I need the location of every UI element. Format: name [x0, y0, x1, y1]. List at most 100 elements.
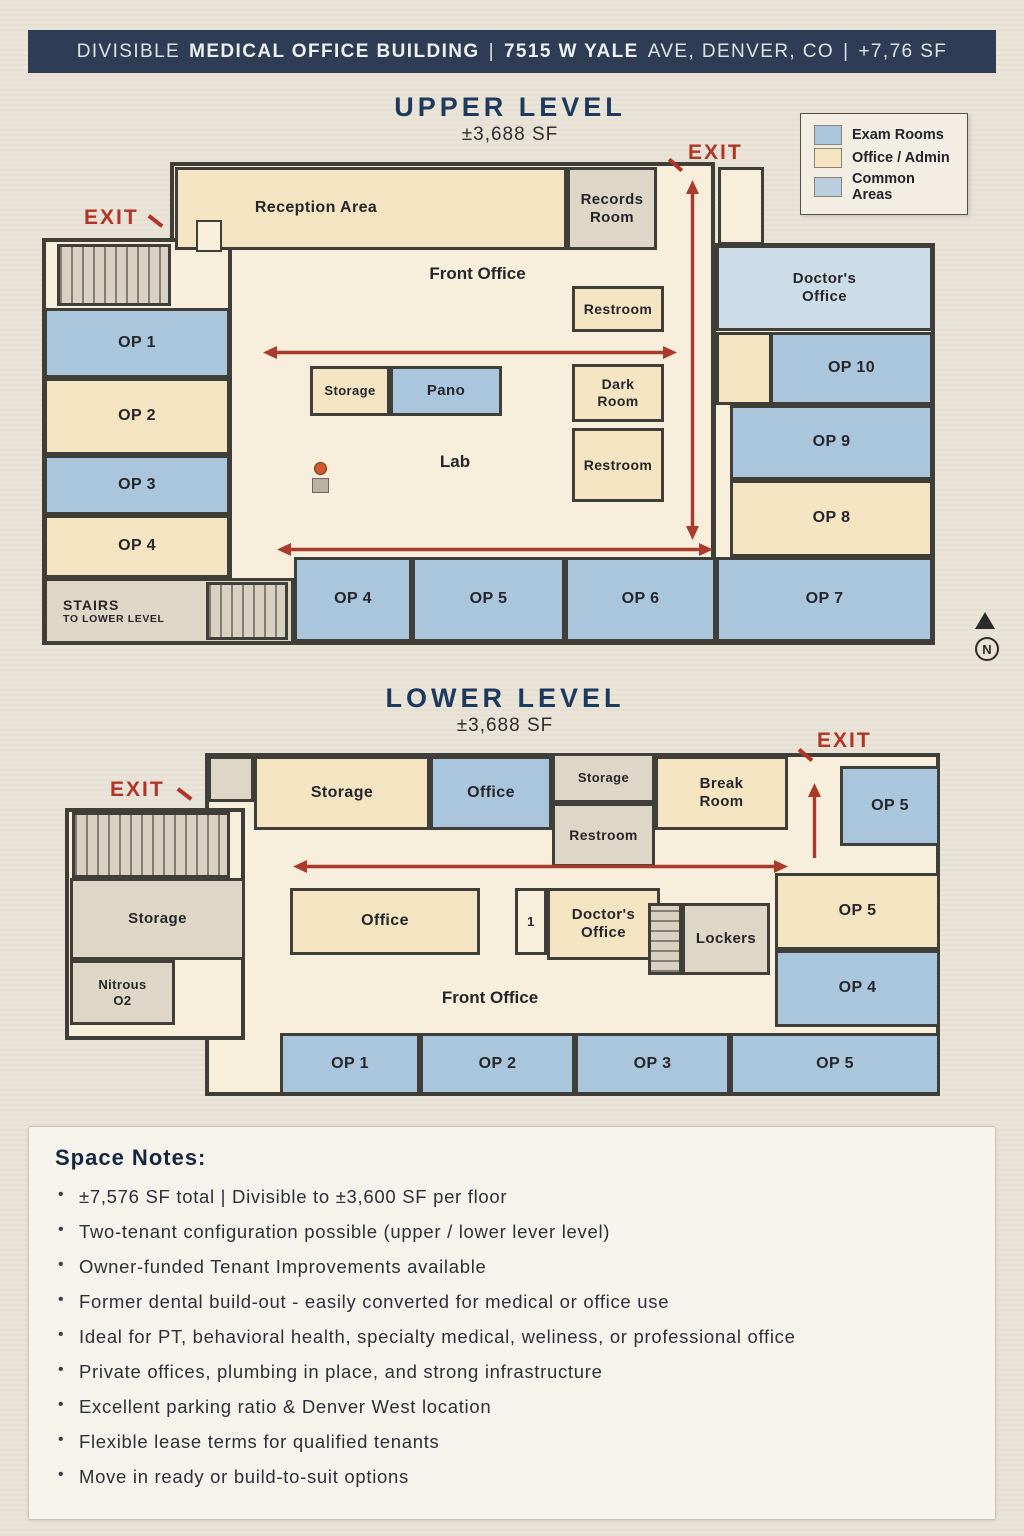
room-restroom-upper-2: Restroom: [572, 428, 664, 502]
title-separator: |: [488, 40, 495, 62]
room-op6: OP 6: [565, 557, 716, 642]
utility-chase: [718, 167, 764, 245]
legend-item-office: Office / Admin: [814, 148, 954, 168]
title-address-bold: 7515 W YALE: [503, 40, 639, 62]
note-item: Owner-funded Tenant Improvements availab…: [55, 1256, 969, 1278]
room-label: Records Room: [580, 190, 644, 226]
room-op4-lower: OP 4: [775, 950, 940, 1027]
front-office-label-lower: Front Office: [441, 988, 539, 1007]
room-restroom-lower: Restroom: [552, 803, 655, 867]
room-doctors-office-upper: Doctor's Office: [716, 245, 933, 331]
room-label: Break Room: [699, 775, 744, 810]
room-storage-upper: Storage: [310, 366, 390, 416]
office-admin-swatch: [814, 148, 842, 168]
room-op10-anteroom: [716, 332, 772, 405]
note-item: Former dental build-out - easily convert…: [55, 1291, 969, 1313]
stairs-treads-upper-bottom: [206, 582, 288, 640]
room-op2-upper: OP 2: [44, 378, 230, 455]
exit-label-lower-left: EXIT: [110, 778, 165, 801]
space-notes-heading: Space Notes:: [55, 1145, 207, 1170]
room-op5-lower-midright: OP 5: [775, 873, 940, 950]
room-office-lower-top: Office: [430, 756, 552, 830]
room-op2-lower: OP 2: [420, 1033, 575, 1095]
legend: Exam Rooms Office / Admin Common Areas: [800, 113, 968, 215]
room-pano: Pano: [390, 366, 502, 416]
room-op3-lower: OP 3: [575, 1033, 730, 1095]
stool-base-icon: [312, 478, 329, 493]
legend-label: Office / Admin: [852, 150, 950, 166]
lower-level-title: LOWER LEVEL: [385, 683, 625, 713]
room-lockers: Lockers: [682, 903, 770, 975]
title-building: MEDICAL OFFICE BUILDING: [189, 40, 480, 62]
stairs-treads-lower-mid: [648, 903, 682, 975]
reception-closet: [196, 220, 222, 252]
legend-item-exam: Exam Rooms: [814, 125, 954, 145]
note-item: Private offices, plumbing in place, and …: [55, 1361, 969, 1383]
room-storage-lower-left: Storage: [70, 878, 245, 960]
stairs-treads-upper-left: [57, 244, 171, 306]
title-separator-2: |: [843, 40, 850, 62]
room-storage-lower-top: Storage: [254, 756, 430, 830]
stairs-label-line2: TO LOWER LEVEL: [63, 613, 165, 626]
corridor-arrow-lower: [293, 860, 788, 873]
room-op5-lower-topright: OP 5: [840, 766, 940, 846]
legend-label: Common Areas: [852, 171, 915, 203]
exit-tick-icon: [147, 214, 164, 228]
front-office-label-upper: Front Office: [429, 264, 526, 283]
note-item: Flexible lease terms for qualified tenan…: [55, 1431, 969, 1453]
room-op5-lower-bottom: OP 5: [730, 1033, 940, 1095]
lab-label: Lab: [439, 452, 471, 471]
room-label: Dark Room: [597, 376, 639, 409]
title-address: AVE, DENVER, CO: [647, 40, 835, 62]
room-op7: OP 7: [716, 557, 933, 642]
room-doctors-office-lower: Doctor's Office: [547, 888, 660, 960]
note-item: Ideal for PT, behavioral health, special…: [55, 1326, 969, 1348]
stairs-label-line1: STAIRS: [63, 596, 120, 613]
room-1: 1: [515, 888, 547, 955]
room-op4-upper-bottom: OP 4: [294, 557, 412, 642]
room-op4-upper-left: OP 4: [44, 515, 230, 578]
upper-level-area: ±3,688 SF: [461, 124, 559, 145]
upper-level-title: UPPER LEVEL: [394, 92, 626, 122]
room-label: Nitrous O2: [98, 977, 147, 1008]
exit-label-upper-right: EXIT: [688, 141, 743, 164]
room-op9: OP 9: [730, 405, 933, 480]
room-dark-room: Dark Room: [572, 364, 664, 422]
legend-item-common: Common Areas: [814, 171, 954, 203]
stool-icon: [314, 462, 327, 475]
north-letter: N: [975, 637, 999, 661]
room-break-room: Break Room: [655, 756, 788, 830]
space-notes-panel: Space Notes: ±7,576 SF total | Divisible…: [28, 1126, 996, 1520]
exit-label-upper-left: EXIT: [84, 206, 139, 229]
corridor-arrow-lower-vertical: [808, 783, 821, 858]
common-areas-swatch: [814, 177, 842, 197]
corridor-arrow-upper-vertical: [686, 180, 699, 540]
room-office-lower-mid: Office: [290, 888, 480, 955]
space-notes-list: ±7,576 SF total | Divisible to ±3,600 SF…: [55, 1186, 969, 1488]
room-label: Doctor's Office: [571, 906, 636, 941]
corridor-arrow-upper-front: [263, 346, 677, 359]
room-op5-upper: OP 5: [412, 557, 565, 642]
room-op1-lower: OP 1: [280, 1033, 420, 1095]
exit-label-lower-right: EXIT: [817, 729, 872, 752]
room-restroom-upper-1: Restroom: [572, 286, 664, 332]
corridor-arrow-upper-back: [277, 543, 713, 556]
title-size: +7,76 SF: [858, 40, 948, 62]
stairs-treads-lower-left: [72, 812, 230, 878]
note-item: Move in ready or build-to-suit options: [55, 1466, 969, 1488]
exit-tick-icon: [176, 787, 193, 801]
room-op10: OP 10: [770, 332, 933, 405]
closet-lower-topleft: [208, 756, 254, 802]
lower-level-area: ±3,688 SF: [456, 715, 554, 736]
room-op8: OP 8: [730, 480, 933, 557]
note-item: Two-tenant configuration possible (upper…: [55, 1221, 969, 1243]
room-label: Doctor's Office: [792, 270, 857, 305]
room-nitrous-o2: Nitrous O2: [70, 960, 175, 1025]
exam-rooms-swatch: [814, 125, 842, 145]
note-item: ±7,576 SF total | Divisible to ±3,600 SF…: [55, 1186, 969, 1208]
room-reception-area: Reception Area: [175, 167, 567, 250]
title-bar: DIVISIBLE MEDICAL OFFICE BUILDING | 7515…: [28, 30, 996, 73]
north-arrow-icon: [975, 612, 995, 629]
legend-label: Exam Rooms: [852, 127, 944, 143]
room-storage-lower-small: Storage: [552, 753, 655, 803]
